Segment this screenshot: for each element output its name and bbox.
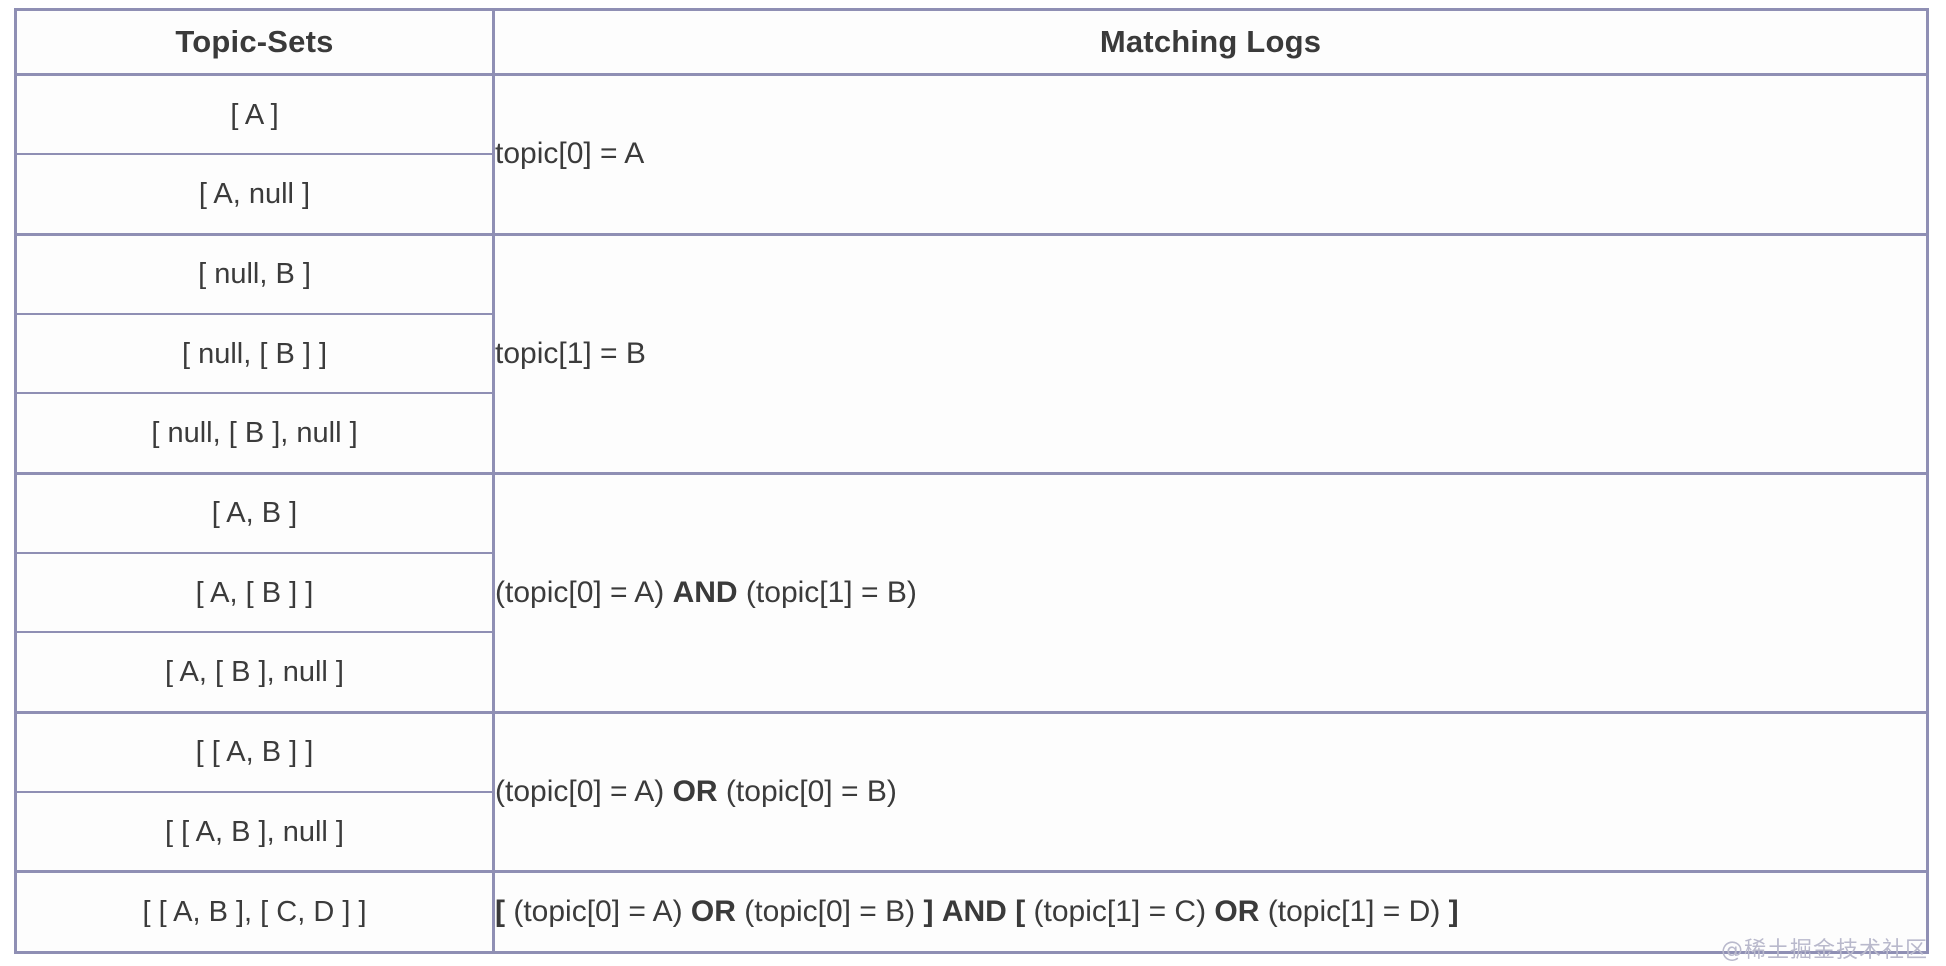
watermark: @稀土掘金技术社区 (1720, 938, 1928, 963)
table-body: [ A ]topic[0] = A[ A, null ][ null, B ]t… (14, 73, 1929, 954)
matching-log-operator: [ (495, 895, 505, 929)
topic-set-cell: [ A, [ B ] ] (14, 552, 495, 634)
topic-set-cell: [ null, B ] (14, 232, 495, 316)
table-row: [ null, [ B ], null ] (14, 392, 1928, 475)
matching-log-text (1007, 895, 1015, 928)
topic-set-cell: [ null, [ B ] ] (14, 313, 495, 395)
matching-log-text: (topic[1] = C) (1025, 895, 1215, 929)
matching-log-text: (topic[1] = D) (1259, 895, 1449, 929)
matching-log-operator: ] (923, 895, 934, 929)
table-header: Topic-Sets Matching Logs (14, 8, 1929, 76)
matching-log-text: (topic[0] = B) (717, 775, 897, 809)
matching-log-operator: AND (941, 895, 1007, 929)
table-row: [ [ A, B ], [ C, D ] ][ (topic[0] = A) O… (14, 870, 1929, 954)
table-row: [ A, [ B ], null ] (14, 631, 1928, 714)
matching-log-text (934, 895, 942, 928)
matching-log-text: topic[1] = B (495, 336, 646, 370)
matching-log-cell: topic[0] = A (492, 73, 1929, 236)
topic-set-cell: [ [ A, B ], [ C, D ] ] (14, 870, 495, 954)
column-header-matching-logs: Matching Logs (492, 8, 1929, 76)
matching-log-text: (topic[0] = A) (495, 575, 673, 609)
table-row: [ A ]topic[0] = A (14, 73, 1929, 236)
matching-log-operator: OR (1214, 895, 1260, 929)
topic-sets-table-container: Topic-Sets Matching Logs [ A ]topic[0] =… (14, 8, 1929, 954)
table-row: [ [ A, B ], null ] (14, 791, 1928, 873)
table-row: [ A, [ B ] ] (14, 552, 1928, 634)
topic-set-cell: [ A ] (14, 73, 495, 156)
topic-set-cell: [ [ A, B ], null ] (14, 791, 495, 873)
topic-sets-matching-logs-table: Topic-Sets Matching Logs [ A ]topic[0] =… (14, 8, 1929, 954)
matching-log-cell: [ (topic[0] = A) OR (topic[0] = B) ] AND… (492, 870, 1929, 954)
topic-set-cell: [ null, [ B ], null ] (14, 392, 495, 475)
matching-log-cell: topic[1] = B (492, 232, 1929, 475)
matching-log-text: (topic[0] = A) (505, 895, 691, 929)
matching-log-operator: AND (672, 575, 738, 609)
matching-log-operator: ] (1448, 895, 1459, 929)
column-header-topic-sets: Topic-Sets (14, 8, 495, 76)
matching-log-operator: [ (1015, 895, 1026, 929)
topic-set-cell: [ A, [ B ], null ] (14, 631, 495, 714)
header-row: Topic-Sets Matching Logs (14, 8, 1929, 76)
table-row: [ A, null ] (14, 153, 1928, 236)
matching-log-text: (topic[1] = B) (737, 575, 917, 609)
matching-log-operator: OR (672, 775, 718, 809)
topic-set-cell: [ A, B ] (14, 471, 495, 555)
matching-log-cell: (topic[0] = A) OR (topic[0] = B) (492, 710, 1929, 873)
matching-log-cell: (topic[0] = A) AND (topic[1] = B) (492, 471, 1929, 714)
table-row: [ null, B ]topic[1] = B (14, 232, 1929, 475)
matching-log-text: (topic[0] = B) (735, 895, 924, 929)
matching-log-text: (topic[0] = A) (495, 775, 673, 809)
table-row: [ A, B ](topic[0] = A) AND (topic[1] = B… (14, 471, 1929, 714)
matching-log-text: topic[0] = A (495, 137, 645, 171)
table-row: [ null, [ B ] ] (14, 313, 1928, 395)
topic-set-cell: [ [ A, B ] ] (14, 710, 495, 794)
topic-set-cell: [ A, null ] (14, 153, 495, 236)
table-row: [ [ A, B ] ](topic[0] = A) OR (topic[0] … (14, 710, 1929, 873)
matching-log-operator: OR (690, 895, 736, 929)
